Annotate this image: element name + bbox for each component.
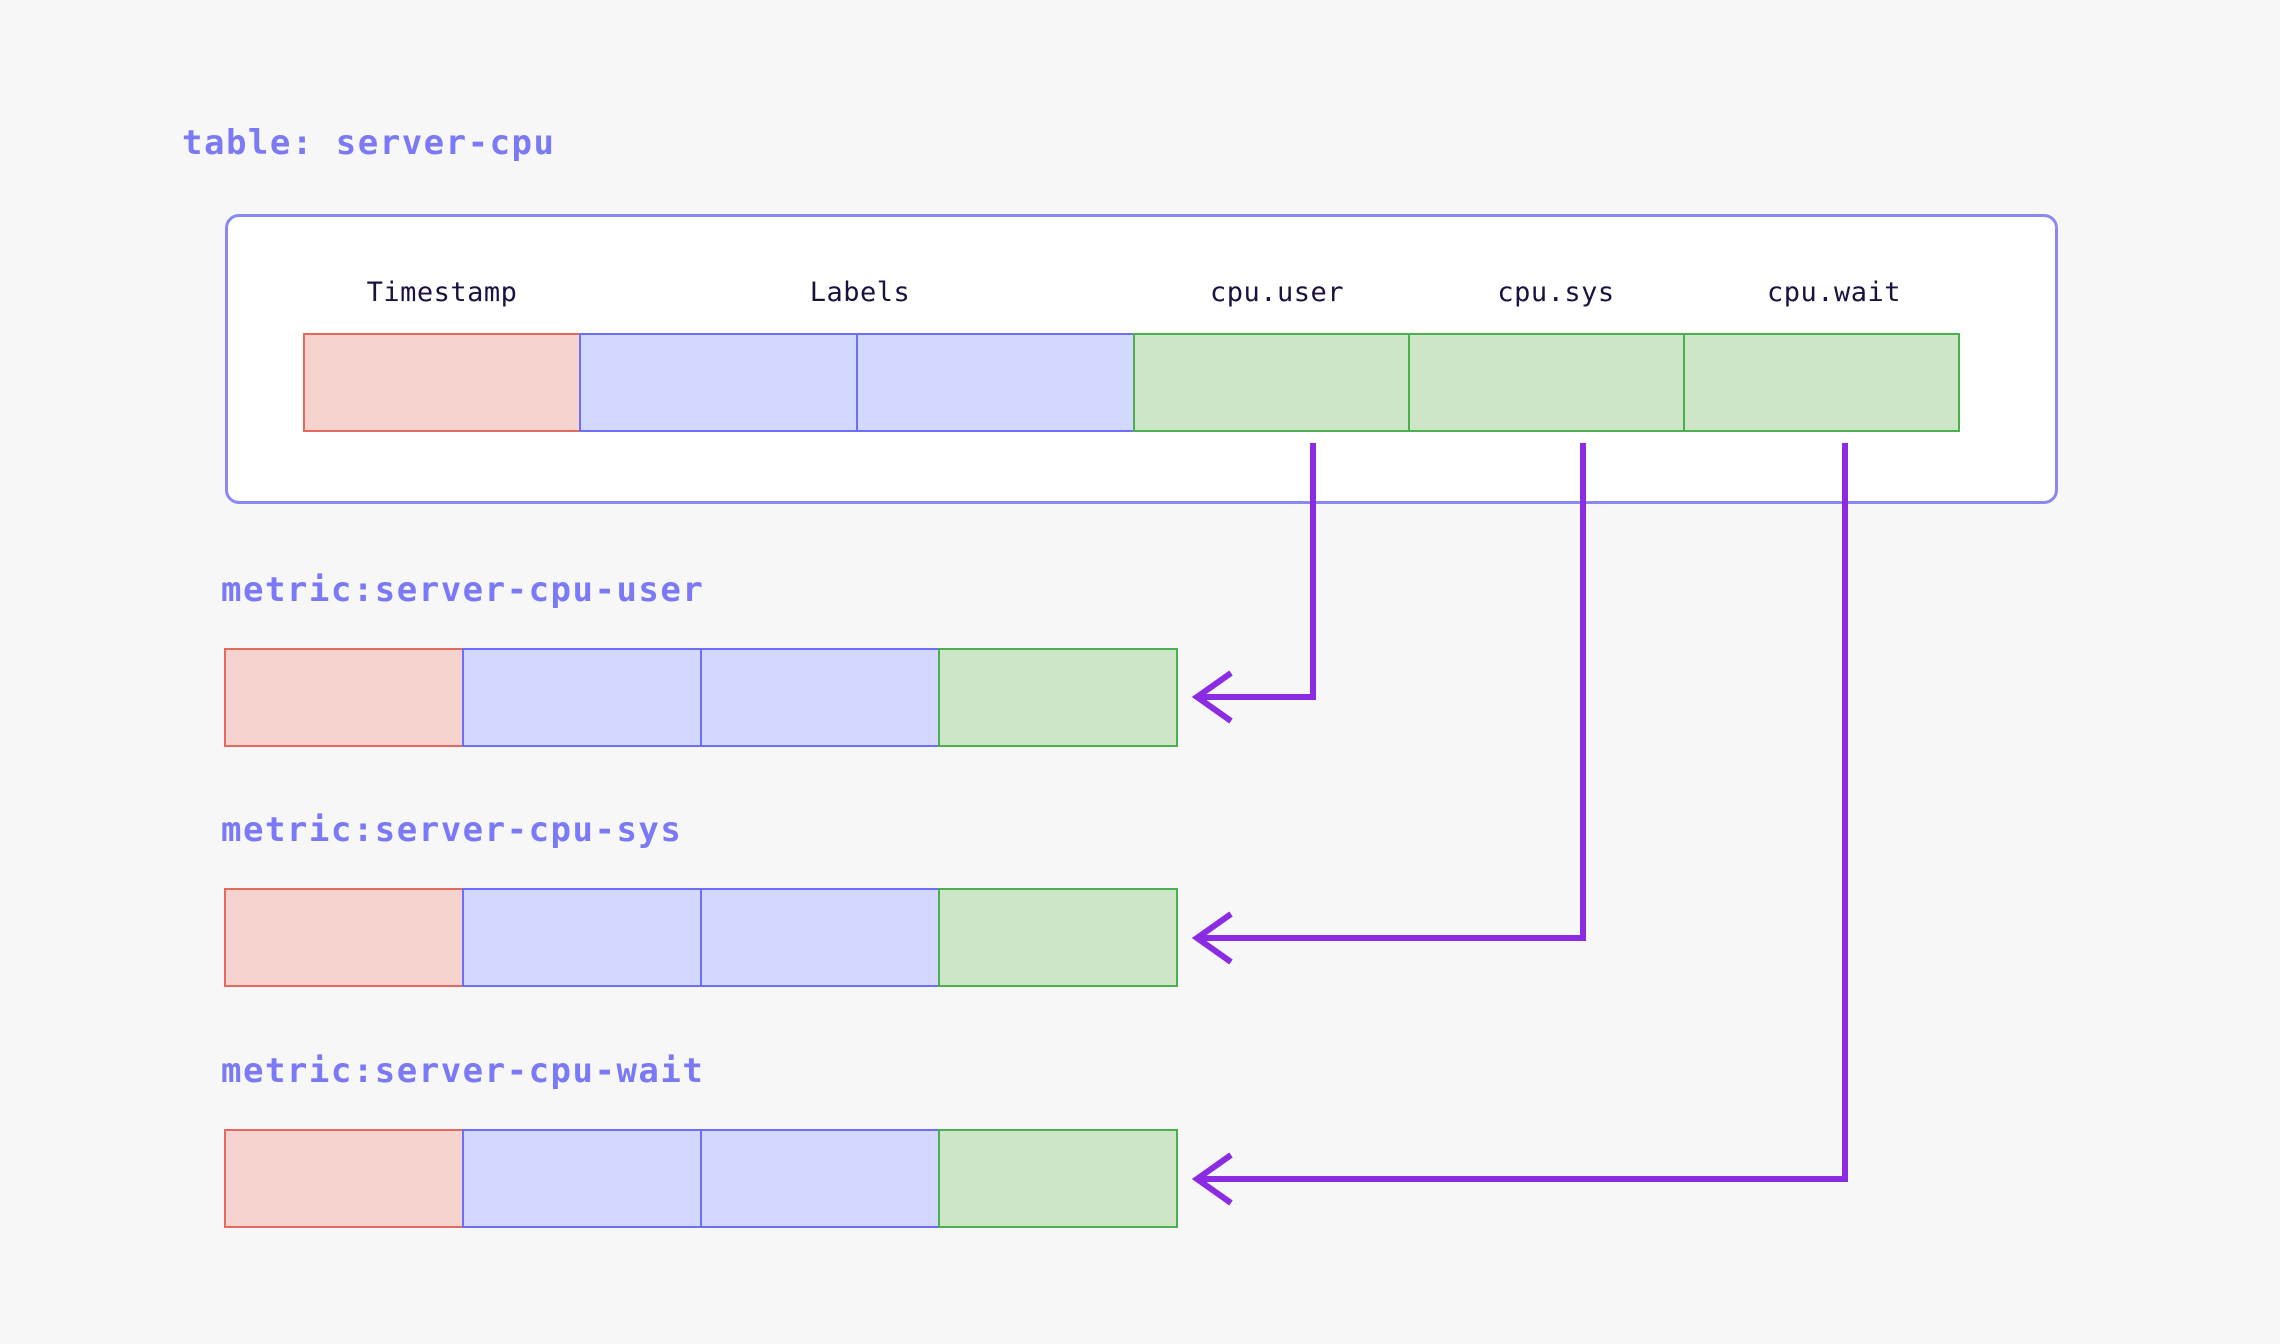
metric-cell-labels bbox=[462, 888, 702, 987]
table-cell-timestamp bbox=[303, 333, 581, 432]
table-cell-labels bbox=[856, 333, 1135, 432]
column-header-cpu-sys: cpu.sys bbox=[1497, 277, 1615, 308]
metric-title-0: metric:server-cpu-user bbox=[221, 570, 705, 610]
table-data-row bbox=[303, 333, 1960, 432]
metric-cell-timestamp bbox=[224, 1129, 464, 1228]
metric-cell-timestamp bbox=[224, 888, 464, 987]
arrowhead-2 bbox=[1191, 1152, 1233, 1206]
column-header-labels: Labels bbox=[809, 277, 911, 308]
table-cell-value bbox=[1133, 333, 1410, 432]
metric-cell-labels bbox=[462, 1129, 702, 1228]
table-cell-labels bbox=[579, 333, 858, 432]
column-header-cpu-wait: cpu.wait bbox=[1766, 277, 1902, 308]
table-column-headers: Timestamp Labels cpu.user cpu.sys cpu.wait bbox=[225, 277, 2058, 317]
metric-cell-value bbox=[938, 1129, 1178, 1228]
metric-cell-labels bbox=[462, 648, 702, 747]
connector-cpu-wait bbox=[1191, 443, 1848, 1206]
metric-title-1: metric:server-cpu-sys bbox=[221, 810, 683, 850]
metric-cell-timestamp bbox=[224, 648, 464, 747]
arrowhead-0 bbox=[1191, 670, 1233, 724]
table-cell-value bbox=[1683, 333, 1960, 432]
column-header-cpu-user: cpu.user bbox=[1209, 277, 1345, 308]
connector-cpu-sys bbox=[1191, 443, 1586, 965]
metric-row-0 bbox=[224, 648, 1178, 747]
metric-cell-labels bbox=[700, 888, 940, 987]
metric-cell-labels bbox=[700, 648, 940, 747]
metric-row-2 bbox=[224, 1129, 1178, 1228]
table-cell-value bbox=[1408, 333, 1685, 432]
metric-cell-labels bbox=[700, 1129, 940, 1228]
metric-row-1 bbox=[224, 888, 1178, 987]
table-title: table: server-cpu bbox=[182, 123, 556, 163]
metric-cell-value bbox=[938, 888, 1178, 987]
metric-cell-value bbox=[938, 648, 1178, 747]
column-header-timestamp: Timestamp bbox=[366, 277, 518, 308]
metric-title-2: metric:server-cpu-wait bbox=[221, 1051, 705, 1091]
arrowhead-1 bbox=[1191, 911, 1233, 965]
